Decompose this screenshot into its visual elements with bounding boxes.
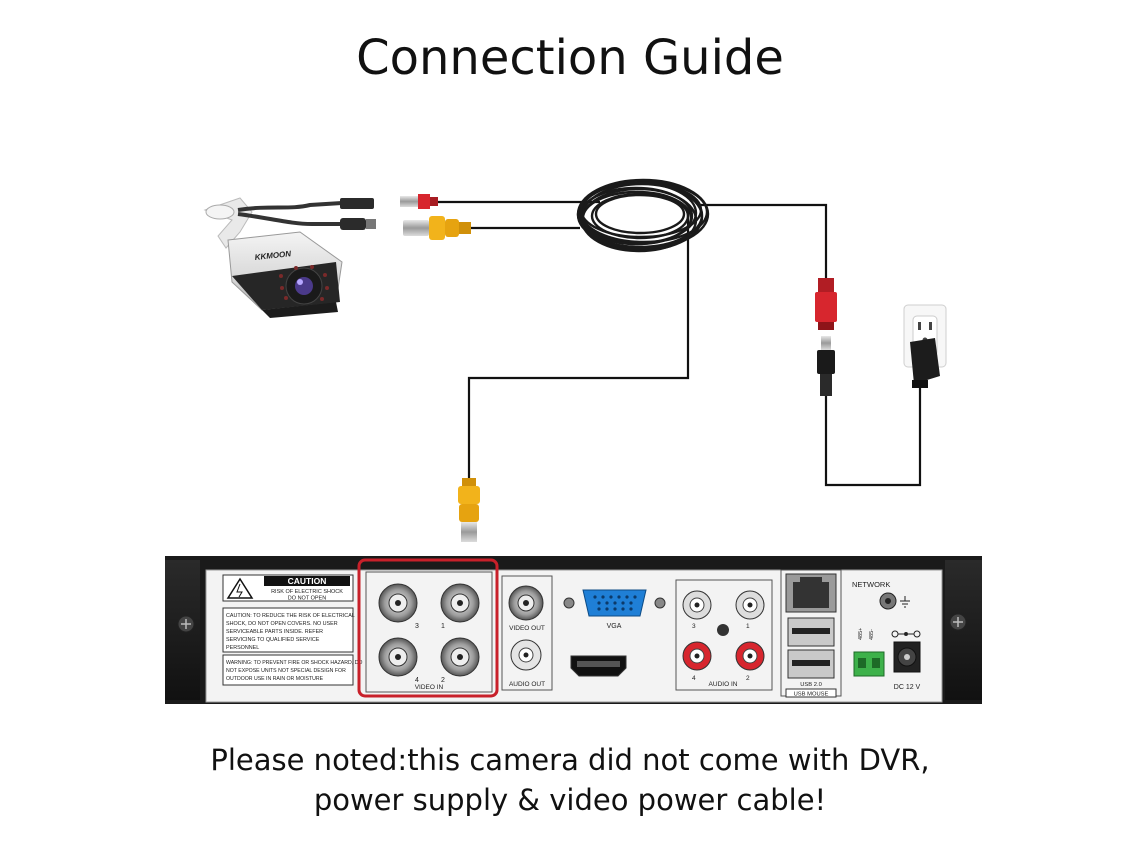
usb-label-1: USB 2.0 [800,682,822,688]
audio-in-num-1: 1 [746,623,750,630]
bnc-port-4 [378,637,418,677]
audio-out-label: AUDIO OUT [509,681,545,688]
dvr-rear-panel: CAUTION RISK OF ELECTRIC SHOCK DO NOT OP… [165,556,982,704]
video-wire [467,210,690,480]
rca-port-3 [682,590,712,620]
video-in-num-2: 2 [441,677,445,684]
wires [436,200,922,487]
bnc-port-1 [440,583,480,623]
screw-icons [177,613,967,633]
cable-coil [576,178,710,253]
page-title: Connection Guide [356,30,784,86]
video-in-ports: 3 1 4 2 VIDEO IN [365,571,493,693]
rs485-label-1: 485+ [858,628,864,640]
bnc-port-3 [378,583,418,623]
network-label: NETWORK [852,580,890,589]
power-wire [700,203,828,278]
rca-port-4 [682,641,712,671]
cable-end-plugs [400,194,471,240]
hdmi-port [570,655,627,677]
warning-text-1: WARNING: TO PREVENT FIRE OR SHOCK HAZARD… [226,660,362,666]
caution-text-5: PERSONNEL [226,645,259,651]
rca-port-1 [735,590,765,620]
camera-bnc-connector [340,218,366,230]
note-line-2: power supply & video power cable! [313,783,827,817]
dc-polarity-icon [891,630,921,638]
caution-title: CAUTION [288,576,327,586]
audio-in-ports: 3 1 4 2 AUDIO IN [675,579,773,691]
video-out-label: VIDEO OUT [509,625,545,632]
video-in-num-1: 1 [441,623,445,630]
ground-icon [900,596,910,608]
video-in-num-4: 4 [415,677,419,684]
rca-port-2 [735,641,765,671]
disclaimer-note: Please noted:this camera did not come wi… [0,740,1140,820]
caution-sub1: RISK OF ELECTRIC SHOCK [271,589,343,595]
power-adapter [910,338,940,388]
vga-label: VGA [607,623,622,630]
usb-label-2: USB MOUSE [794,692,829,698]
bnc-port-2 [440,637,480,677]
camera-brand: KKMOON [254,249,291,262]
caution-text-1: CAUTION: TO REDUCE THE RISK OF ELECTRICA… [226,613,355,619]
audio-in-num-3: 3 [692,623,696,630]
audio-in-num-2: 2 [746,675,750,682]
video-out-audio-out: VIDEO OUT AUDIO OUT [501,575,553,691]
audio-in-label: AUDIO IN [709,681,738,688]
dc-female-connector [815,278,837,330]
power-network-block: NETWORK 485+ 485- DC 12 V [852,580,921,691]
warning-text-3: OUTDOOR USE IN RAIN OR MOISTURE [226,676,324,682]
bullet-camera: KKMOON [203,197,376,318]
rs485-label-2: 485- [869,629,875,640]
network-usb-block: USB 2.0 USB MOUSE [780,569,842,698]
caution-text-4: SERVICING TO QUALIFIED SERVICE [226,637,320,643]
note-line-1: Please noted:this camera did not come wi… [210,743,930,777]
dvr-bnc-plug [458,478,480,542]
caution-label: CAUTION RISK OF ELECTRIC SHOCK DO NOT OP… [222,574,362,686]
caution-text-2: SHOCK, DO NOT OPEN COVERS. NO USER [226,621,338,627]
video-in-highlight [357,558,499,698]
adapter-wire [824,385,922,487]
camera-power-connector [340,198,374,209]
caution-sub2: DO NOT OPEN [288,596,326,602]
dc-label: DC 12 V [894,684,921,691]
dc-male-connector [817,336,835,396]
video-in-num-3: 3 [415,623,419,630]
warning-text-2: NOT EXPOSE UNITS NOT SPECIAL DESIGN FOR [226,668,346,674]
audio-in-num-4: 4 [692,675,696,682]
caution-text-3: SERVICEABLE PARTS INSIDE. REFER [226,629,323,635]
video-in-label: VIDEO IN [415,684,444,691]
vga-port: VGA [563,589,666,630]
